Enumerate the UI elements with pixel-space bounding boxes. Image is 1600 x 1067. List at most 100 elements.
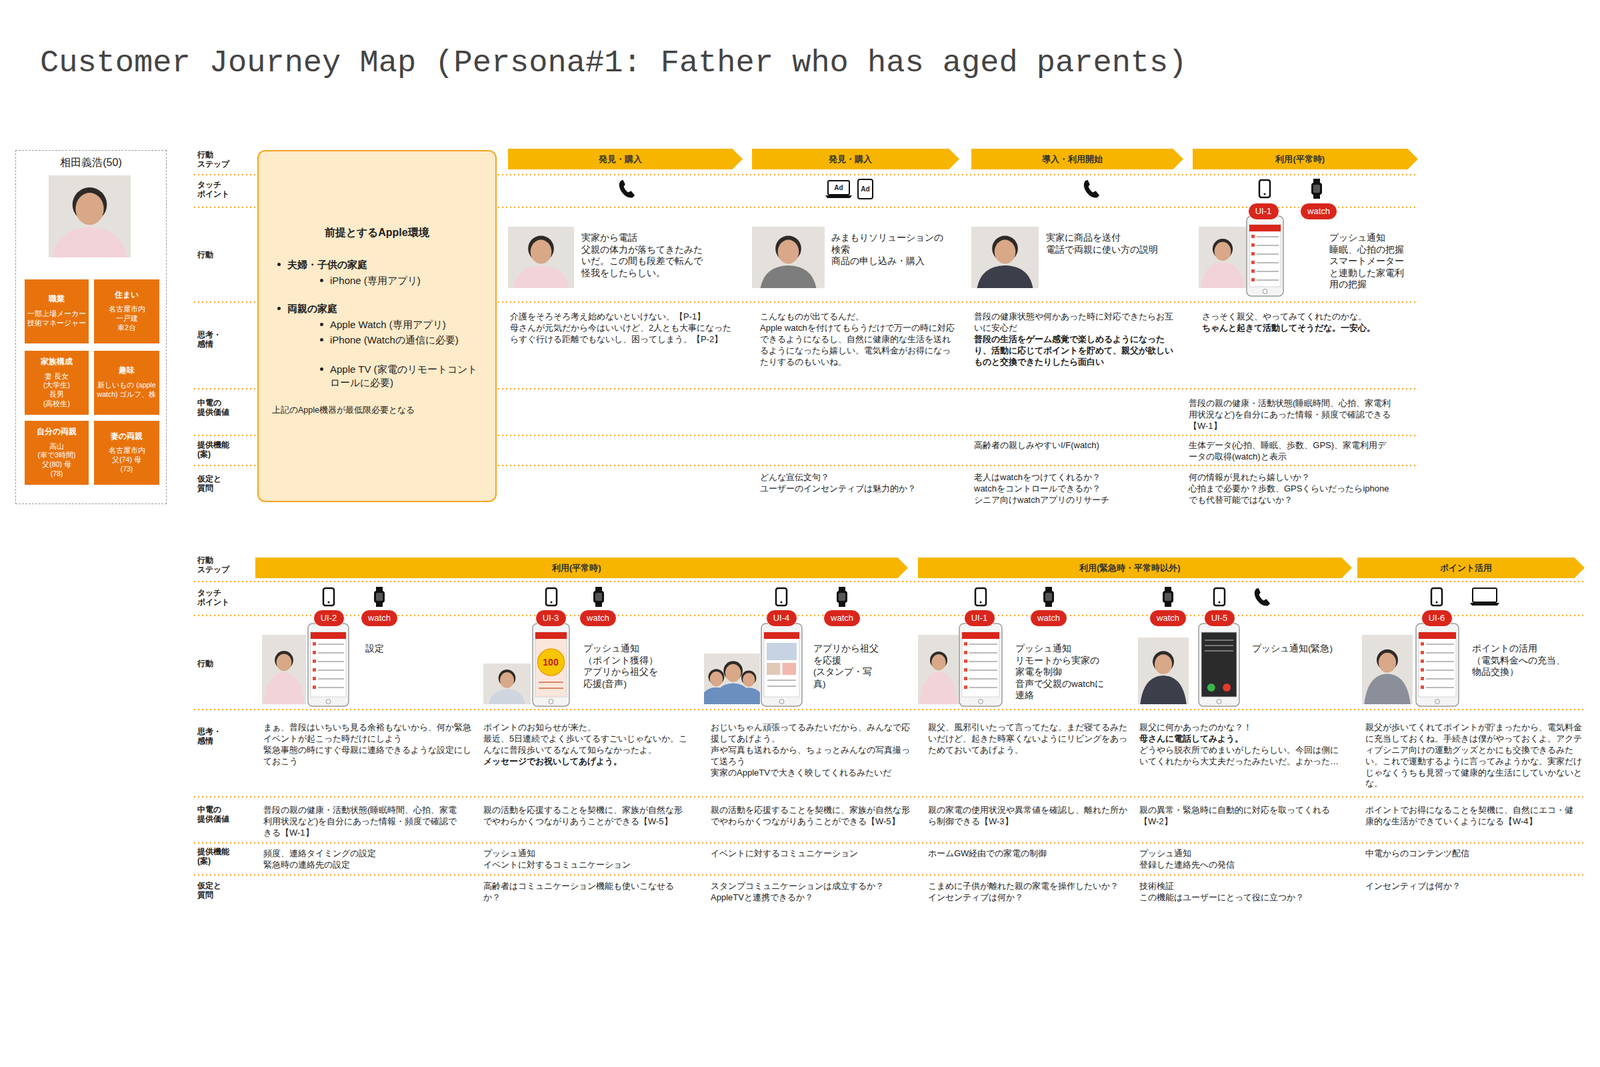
action-text: 音声で父親のwatchに連絡 (1015, 678, 1106, 702)
smartphone-icon (975, 588, 986, 606)
screen-list-mark (1420, 676, 1424, 680)
persona-attribute-box: 妻の両親名古屋市内 父(74) 母(73) (94, 420, 160, 485)
smartphone-outline (1431, 588, 1442, 606)
text-cell: 親の異常・緊急時に自動的に対応を取ってくれる【W-2】 (1139, 804, 1340, 828)
smartphone-outline (323, 588, 334, 606)
phone-mockup (1198, 623, 1240, 706)
journey-text: こんなものが出てるんだ。 (760, 311, 957, 323)
stage-name: 導入・利用開始 (1042, 153, 1103, 166)
smartphone-button (328, 601, 330, 604)
screen-line (969, 660, 998, 662)
journey-text: 親の活動を応援することを契機に、家族が自然な形でやわらかくつながりあうことができ… (483, 804, 684, 828)
badge-text: UI-4 (773, 610, 790, 626)
screen-list-mark (964, 668, 968, 672)
person-face (1214, 242, 1232, 261)
journey-text: 高齢者はコミュニケーション機能も使いこなせるか？ (483, 880, 684, 904)
text-cell: 実家に商品を送付電話で両親に使い方の説明 (1046, 232, 1173, 256)
chevron-fill (971, 148, 1184, 170)
attribute-heading: 職業 (48, 294, 65, 304)
journey-text: 頻度、連絡タイミングの設定 (263, 848, 464, 860)
screen-list-mark (1251, 252, 1255, 256)
phone-screen (962, 632, 1000, 697)
screen-list-mark (1420, 668, 1424, 672)
persona-name: 相田義浩(50) (16, 150, 166, 170)
screen-list-mark (964, 642, 968, 646)
badge-text: watch (586, 610, 610, 626)
screen-line (969, 652, 998, 654)
smartphone-button (980, 601, 982, 604)
row-label: 提供機能 (案) (197, 846, 230, 866)
person-face (276, 653, 292, 671)
photo-content (918, 634, 960, 704)
journey-text: イベントに対するコミュニケーション (483, 859, 684, 871)
screen-header (310, 632, 346, 639)
person-face (778, 240, 800, 264)
journey-text: AppleTVと連携できるか？ (710, 892, 911, 904)
action-text: プッシュ通知 (1015, 642, 1106, 655)
smartphone-icon (323, 588, 334, 606)
screen-line (1256, 253, 1279, 255)
screen-line (1426, 669, 1454, 671)
watch-icon (593, 586, 604, 607)
phone-body (959, 623, 1002, 706)
row-label: 行動 ステップ (197, 555, 230, 575)
bullet-dot (277, 306, 281, 310)
journey-text: 高齢者の親しみやすいI/F(watch) (974, 440, 1174, 452)
laptop-base (1470, 602, 1500, 606)
screen-line (1426, 660, 1454, 662)
screen-list-mark (312, 642, 316, 646)
screen-header (764, 632, 800, 639)
screen-line (318, 669, 344, 671)
screen-list-mark (312, 685, 316, 689)
screen-stamp (782, 662, 797, 675)
text-cell: タッチ ポイント (197, 180, 230, 200)
badge-text: watch (1307, 203, 1330, 219)
journey-text: 母さんが元気だから今はいいけど、2人とも大事になったらすぐ行ける距離でもないし、… (510, 322, 740, 346)
row-label: タッチ ポイント (197, 180, 230, 200)
journey-text: ホームGW経由での家電の制御 (928, 848, 1128, 860)
chevron-fill (255, 557, 908, 578)
journey-text: 最近、5日連続でよく歩いてるすごいじゃないか。こんなに普段歩いてるなんて知らなか… (483, 733, 690, 756)
photo-content (508, 226, 574, 288)
action-text: みまもりソリューションの検索 (831, 232, 948, 256)
smartphone-outline (975, 588, 986, 606)
action-text: 実家に商品を送付 (1046, 232, 1173, 244)
person-body (919, 671, 958, 704)
screen-line (1426, 678, 1454, 680)
journey-text: 緊急事態の時にすぐ母親に連絡できるような設定にしておこう (263, 744, 474, 768)
text-cell: 実家から電話父親の体力が落ちてきたみたいだ。この間も段差で転んで怪我をしたらしい… (581, 232, 705, 279)
premise-text: 上記のApple機器が最低限必要となる (272, 404, 486, 416)
screen-list-mark (1420, 642, 1424, 646)
screen-line (318, 686, 344, 688)
laptop-icon (825, 180, 852, 198)
person-face (500, 672, 514, 688)
phone-mockup (308, 623, 349, 706)
person-body (52, 226, 128, 258)
attribute-value: 一部上場メーカー 技術マネージャー (27, 309, 86, 328)
journey-text: 親の活動を応援することを契機に、家族が自然な形でやわらかくつながりあうことができ… (710, 804, 911, 828)
text-cell: みまもりソリューションの検索商品の申し込み・購入 (831, 232, 948, 268)
person-face (710, 671, 724, 686)
persona-attribute-box: 自分の両親高山(車で3時間) 父(80) 母(78) (24, 420, 89, 485)
journey-text: ポイントのお知らせが来た。 (483, 722, 690, 734)
text-cell: ポイントでお得になることを契機に、自然にエコ・健康的な生活ができていくようになる… (1365, 804, 1579, 828)
journey-text: 親の異常・緊急時に自動的に対応を取ってくれる【W-2】 (1139, 804, 1340, 828)
premise-text: 夫婦・子供の家庭 (287, 258, 488, 272)
text-cell: 100 (537, 656, 564, 668)
attribute-value: 高山(車で3時間) 父(80) 母(78) (38, 442, 76, 479)
smartphone-icon (1259, 180, 1270, 198)
text-cell: まぁ、普段はいちいち見る余裕もないから、何か緊急イベントが起こった時だけにしよう… (263, 722, 474, 768)
handset-icon (619, 180, 635, 198)
stage-name: 発見・購入 (828, 153, 872, 166)
smartphone-icon (776, 588, 787, 606)
phone-home-button (1216, 699, 1222, 704)
person-photo (262, 634, 306, 706)
journey-text: 生体データ(心拍、睡眠、歩数、GPS)、家電利用データの取得(watch)と表示 (1188, 440, 1392, 463)
person-body (1364, 674, 1411, 704)
row-label: 中電の 提供価値 (197, 804, 230, 824)
phone-mockup (959, 623, 1002, 706)
text-cell: 思考・ 感情 (197, 330, 222, 350)
screen-line (318, 643, 344, 645)
action-text: （電気料金への充当、物品交換） (1472, 654, 1572, 678)
text-cell: プッシュ通知（ポイント獲得）アプリから祖父を応援(音声) (583, 642, 658, 690)
